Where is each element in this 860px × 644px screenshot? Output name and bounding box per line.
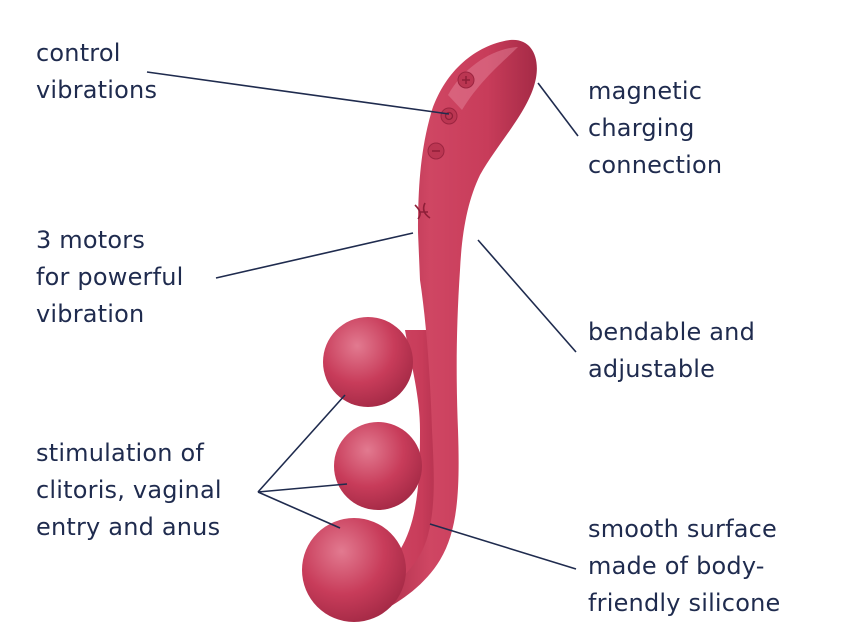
product-shaft — [372, 39, 537, 613]
minus-icon[interactable] — [427, 142, 445, 160]
shaft-highlight — [448, 47, 518, 110]
label-magnetic-charging: magnetic charging connection — [588, 77, 723, 179]
brand-logo-icon — [414, 202, 431, 220]
leader-smooth — [429, 523, 577, 570]
plus-icon[interactable] — [457, 71, 475, 89]
leader-magnetic — [537, 82, 579, 137]
leader-bendable — [477, 239, 577, 353]
leader-control — [146, 71, 450, 115]
label-smooth-surface: smooth surface made of body- friendly si… — [588, 515, 781, 617]
label-bendable: bendable and adjustable — [588, 318, 756, 383]
label-three-motors: 3 motors for powerful vibration — [36, 226, 184, 328]
label-stimulation: stimulation of clitoris, vaginal entry a… — [36, 439, 222, 541]
leader-stimulation-mid — [257, 483, 348, 493]
label-control-vibrations: control vibrations — [36, 39, 158, 104]
top-ball — [323, 317, 413, 407]
ball-arm — [350, 330, 452, 610]
leader-stimulation-bottom — [257, 491, 341, 529]
power-icon[interactable] — [440, 107, 458, 125]
middle-ball — [334, 422, 422, 510]
leader-stimulation-top — [257, 394, 346, 493]
leader-motors — [215, 232, 414, 279]
bottom-ball — [302, 518, 406, 622]
